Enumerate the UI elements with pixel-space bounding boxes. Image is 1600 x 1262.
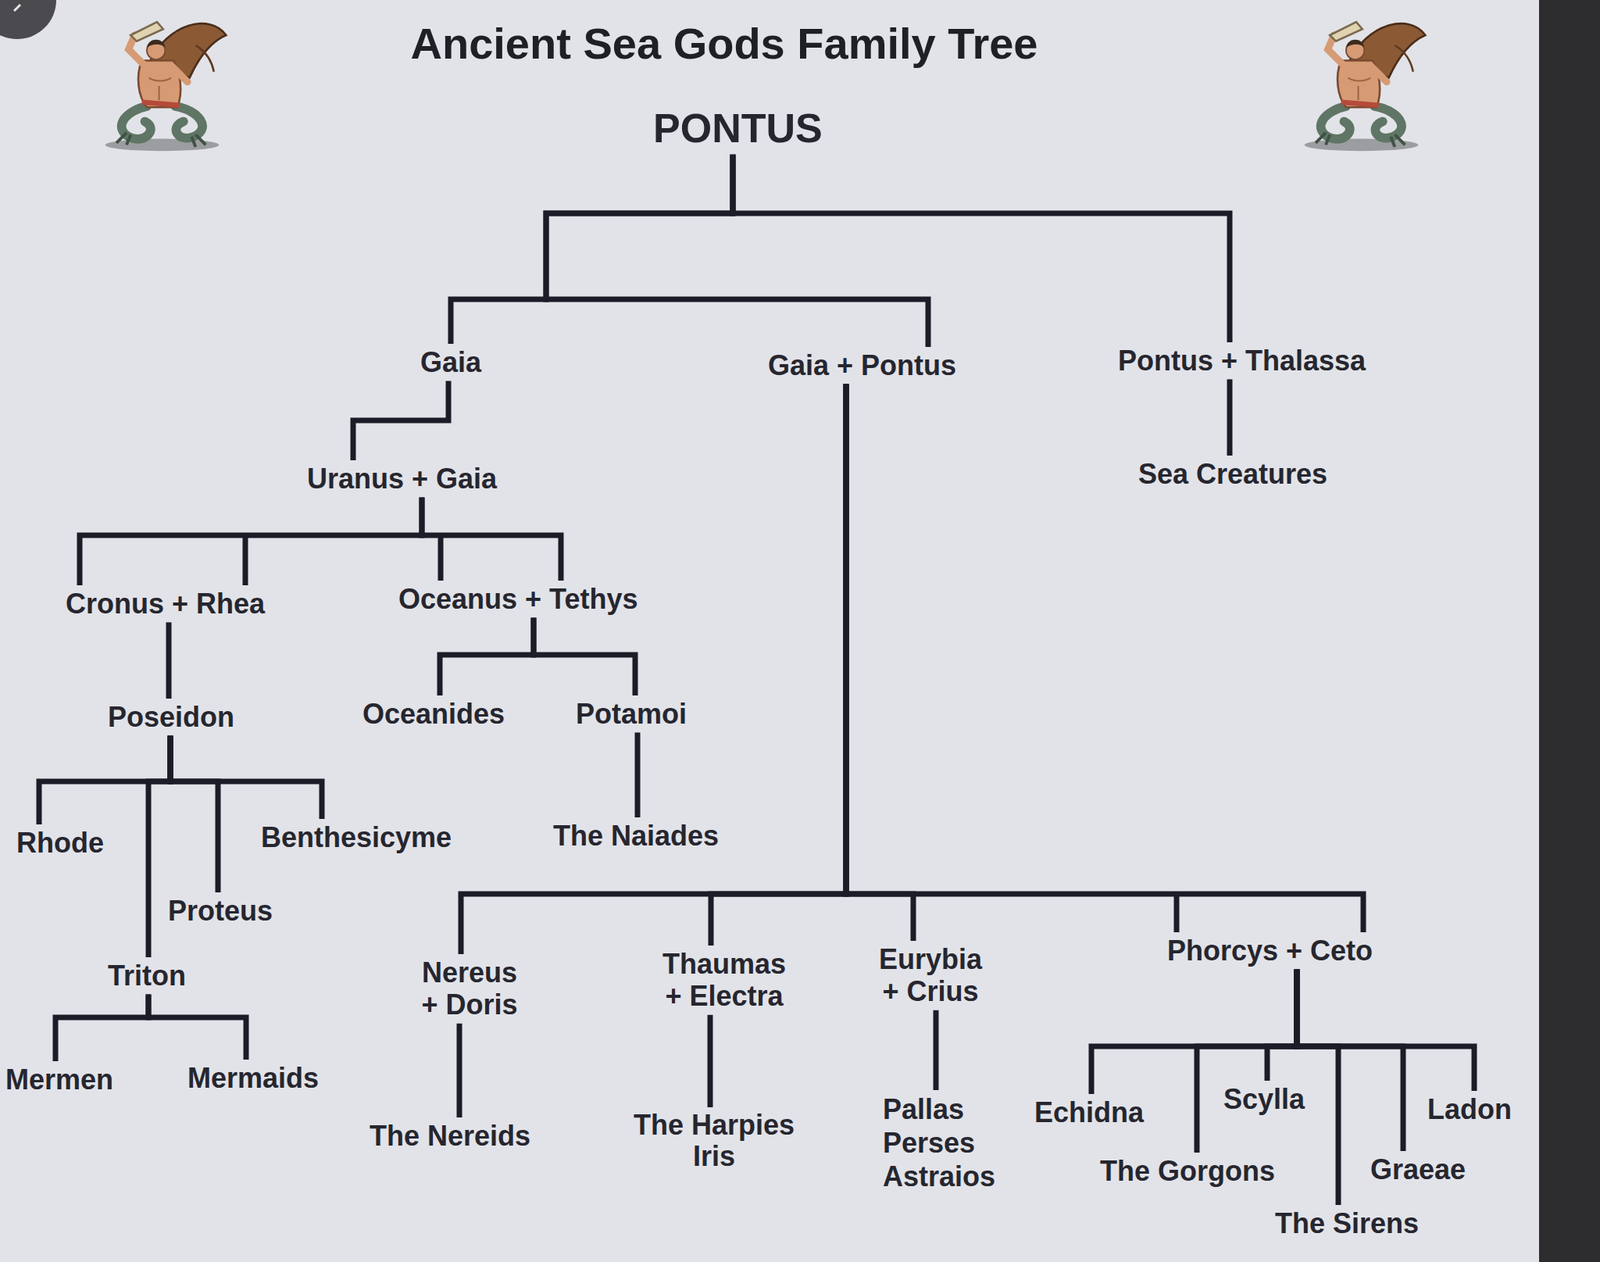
- family-member-label: Proteus: [167, 894, 273, 927]
- lineage-line: [846, 383, 914, 941]
- lineage-line: [55, 993, 149, 1061]
- diagram-title: Ancient Sea Gods Family Tree: [410, 17, 1039, 69]
- member-name: Oceanides: [362, 697, 505, 730]
- lineage-line: [148, 993, 247, 1060]
- lineage-line: [1196, 968, 1297, 1153]
- member-name: Gaia: [420, 346, 482, 379]
- lineage-line: [1296, 968, 1475, 1091]
- member-name: Astraios: [882, 1159, 996, 1193]
- lineage-line: [421, 496, 561, 581]
- member-name: Phorcys + Ceto: [1167, 934, 1373, 967]
- lineage-line: [533, 617, 636, 696]
- family-member-label: Scylla: [1223, 1082, 1305, 1115]
- family-member-label: Cronus + Rhea: [65, 587, 265, 620]
- family-member-label: Ladon: [1427, 1092, 1512, 1125]
- lineage-line: [170, 735, 218, 893]
- lineage-line: [148, 735, 171, 958]
- member-name: Benthesicyme: [260, 821, 452, 854]
- family-member-label: Poseidon: [107, 700, 235, 733]
- family-member-label: Oceanus + Tethys: [398, 582, 638, 615]
- family-member-label: Nereus + Doris: [415, 956, 524, 1022]
- member-name: Mermen: [5, 1063, 114, 1096]
- lineage-line: [166, 621, 172, 699]
- lineage-line: [457, 1023, 463, 1118]
- family-member-label: Gaia: [420, 346, 482, 379]
- lineage-line: [353, 380, 449, 461]
- member-name: Graeae: [1370, 1153, 1466, 1186]
- family-member-label: Graeae: [1370, 1153, 1466, 1186]
- corner-button: [0, 0, 57, 40]
- family-member-label: The Gorgons: [1100, 1154, 1275, 1187]
- family-member-label: Gaia + Pontus: [767, 349, 957, 382]
- family-member-label: The Nereids: [369, 1119, 531, 1152]
- merman-illustration: [105, 21, 227, 151]
- lineage-line: [79, 496, 422, 586]
- member-name: Proteus: [167, 894, 273, 927]
- member-name: Iris: [633, 1140, 795, 1172]
- family-member-label: Mermaids: [187, 1061, 319, 1094]
- member-name: Gaia + Pontus: [767, 349, 957, 382]
- member-name: Thaumas + Electra: [657, 947, 792, 1013]
- member-name: PONTUS: [653, 105, 823, 153]
- lineage-line: [635, 732, 641, 818]
- member-name: Echidna: [1034, 1096, 1144, 1129]
- member-name: Triton: [107, 959, 186, 992]
- lineage-line: [933, 1010, 940, 1090]
- lineage-line: [1267, 968, 1297, 1081]
- corner-chevron: [14, 4, 21, 11]
- family-member-label: Potamoi: [575, 697, 687, 730]
- member-name: The Naiades: [553, 819, 719, 852]
- member-name: Rhode: [16, 826, 104, 859]
- family-member-label: Eurybia + Crius: [872, 942, 989, 1008]
- member-name: Scylla: [1223, 1082, 1305, 1115]
- family-member-label: Echidna: [1034, 1096, 1144, 1129]
- member-name: Uranus + Gaia: [307, 462, 497, 495]
- member-name: Nereus + Doris: [415, 956, 524, 1022]
- lineage-line: [707, 1014, 714, 1108]
- lineage-line: [546, 154, 929, 347]
- family-member-label: Rhode: [16, 826, 104, 859]
- family-member-label: Sea Creatures: [1138, 457, 1328, 490]
- photo-border: [1539, 0, 1600, 1262]
- family-member-label: Triton: [107, 959, 186, 992]
- family-member-label: PallasPersesAstraios: [882, 1092, 996, 1194]
- merman-illustration: [1304, 21, 1426, 151]
- member-name: Pontus + Thalassa: [1117, 344, 1366, 377]
- lineage-line: [1227, 378, 1233, 456]
- member-name: Eurybia + Crius: [872, 942, 989, 1008]
- family-member-label: The Naiades: [553, 819, 719, 852]
- family-member-label: PONTUS: [653, 105, 823, 153]
- lineage-line: [439, 617, 534, 696]
- lineage-line: [170, 735, 322, 819]
- lineage-line: [460, 383, 847, 954]
- family-member-label: The Sirens: [1275, 1207, 1419, 1240]
- member-name: Ladon: [1427, 1092, 1512, 1125]
- member-name: Perses: [882, 1125, 996, 1160]
- member-name: The Nereids: [369, 1119, 531, 1152]
- lineage-line: [846, 383, 1364, 933]
- member-name: Sea Creatures: [1138, 457, 1328, 490]
- member-name: The Harpies: [633, 1109, 795, 1141]
- family-member-label: Pontus + Thalassa: [1117, 344, 1366, 377]
- family-member-label: Phorcys + Ceto: [1167, 934, 1373, 967]
- member-name: The Sirens: [1275, 1207, 1419, 1240]
- lineage-line: [1296, 968, 1404, 1151]
- lineage-line: [732, 154, 1230, 343]
- family-member-label: Thaumas + Electra: [657, 947, 792, 1013]
- family-member-label: Uranus + Gaia: [307, 462, 497, 495]
- member-name: Cronus + Rhea: [65, 587, 265, 620]
- lineage-line: [710, 383, 847, 946]
- family-member-label: Mermen: [5, 1063, 114, 1096]
- family-member-label: Oceanides: [362, 697, 505, 730]
- member-name: Oceanus + Tethys: [398, 582, 638, 615]
- family-member-label: Benthesicyme: [260, 821, 452, 854]
- member-name: Mermaids: [187, 1061, 319, 1094]
- family-member-label: The HarpiesIris: [633, 1109, 795, 1172]
- lineage-line: [450, 154, 733, 344]
- member-name: Pallas: [882, 1092, 996, 1126]
- member-name: Poseidon: [107, 700, 235, 733]
- member-name: Potamoi: [575, 697, 687, 730]
- member-name: The Gorgons: [1100, 1154, 1275, 1187]
